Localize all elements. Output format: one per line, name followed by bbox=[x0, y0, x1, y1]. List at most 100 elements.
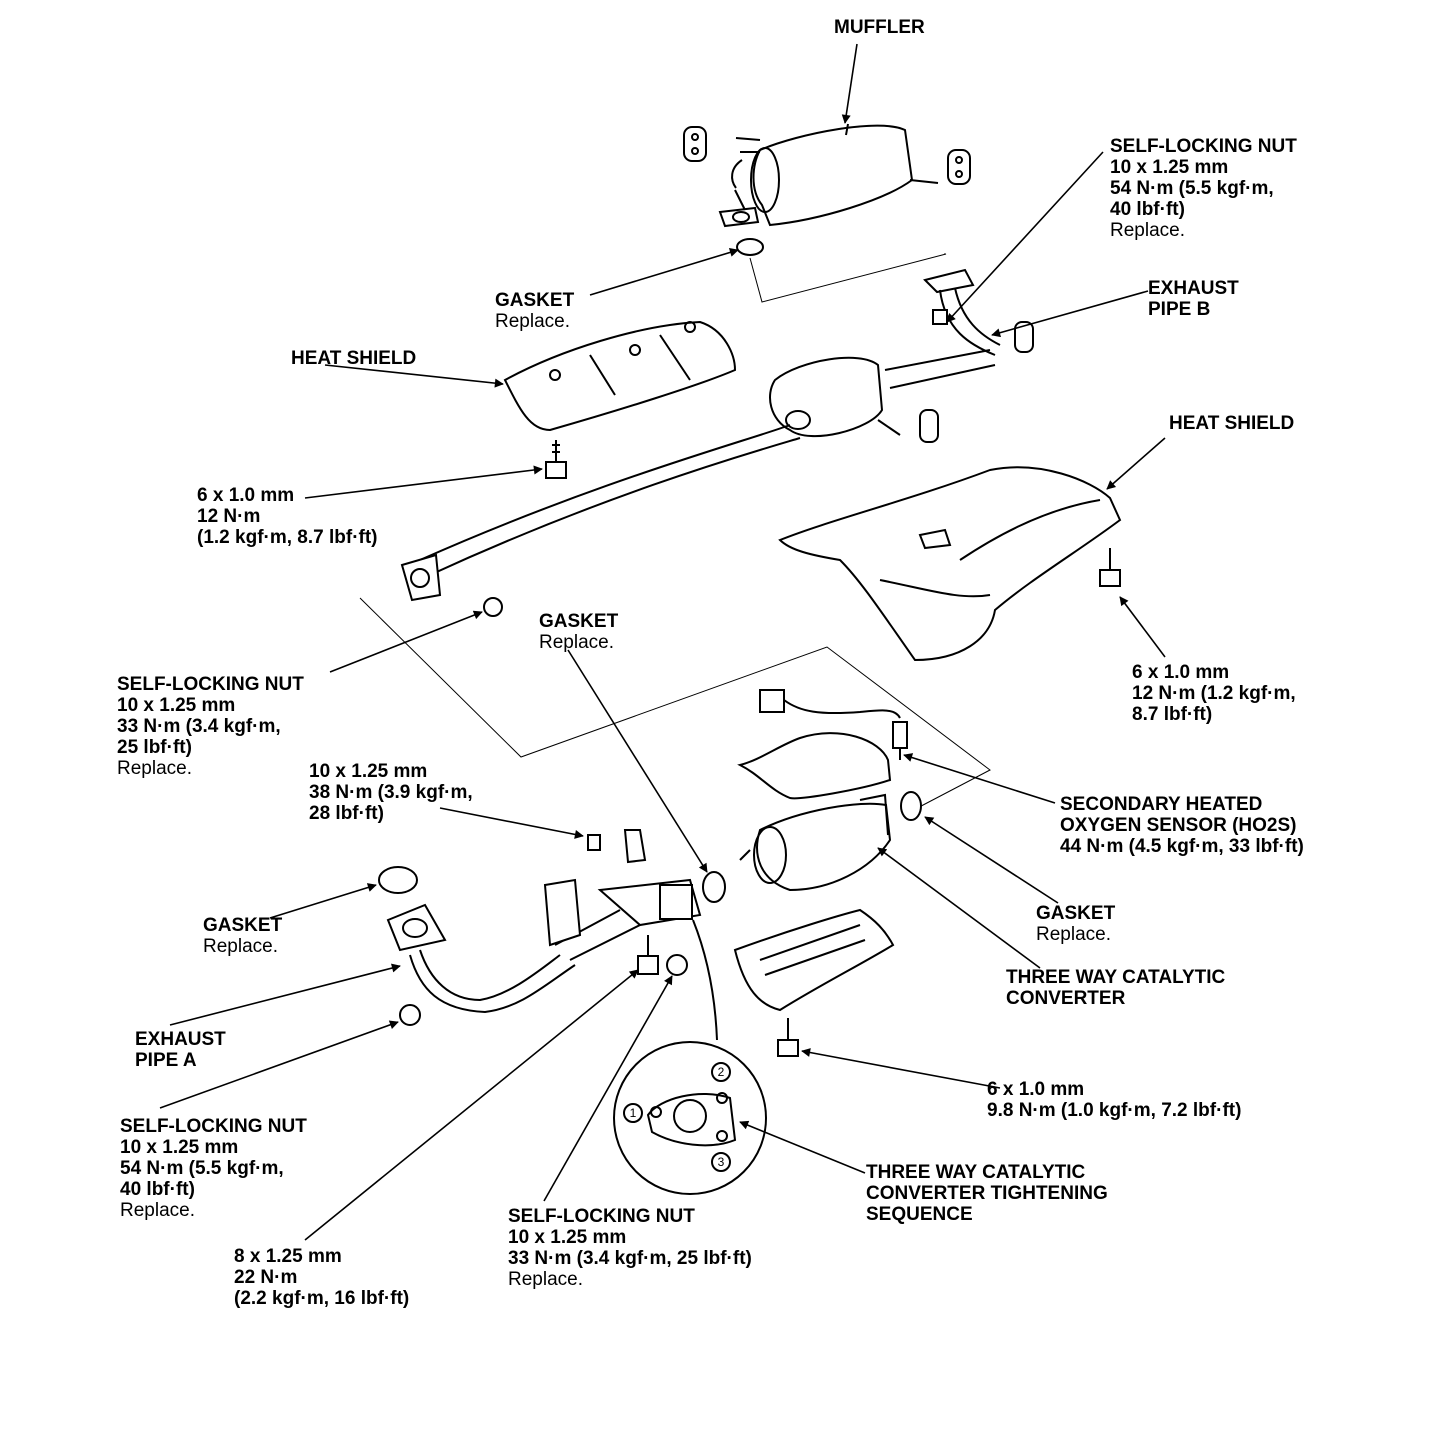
catalytic-lower-shield-part bbox=[733, 908, 895, 1012]
label-gasket-right: GASKET Replace. bbox=[1036, 903, 1115, 945]
sequence-number-1: 1 bbox=[630, 1106, 637, 1120]
bolt-pipe-a-line-2: 22 N·m bbox=[234, 1267, 298, 1288]
exhaust-pipe-b-line-2: PIPE B bbox=[1148, 299, 1211, 320]
nut-mid-left-note: Replace. bbox=[117, 758, 192, 779]
sequence-number-group: 1 2 3 bbox=[630, 1065, 725, 1169]
bolt-pipe-a-part bbox=[637, 935, 659, 975]
label-ho2s: SECONDARY HEATED OXYGEN SENSOR (HO2S) 44… bbox=[1060, 794, 1304, 857]
ho2s-sensor-part bbox=[759, 689, 908, 760]
bolt-pipe-a-line-1: 8 x 1.25 mm bbox=[234, 1246, 342, 1267]
twc-line-1: THREE WAY CATALYTIC bbox=[1006, 967, 1226, 988]
label-heat-shield-top: HEAT SHIELD bbox=[291, 348, 416, 369]
nut-twc-line-1: SELF-LOCKING NUT bbox=[508, 1206, 695, 1227]
label-bolt-bracket: 10 x 1.25 mm 38 N·m (3.9 kgf·m, 28 lbf·f… bbox=[309, 761, 473, 824]
label-muffler: MUFFLER bbox=[834, 17, 925, 38]
nut-twc-part bbox=[666, 954, 688, 976]
nut-pipe-a-line-3: 54 N·m (5.5 kgf·m, bbox=[120, 1158, 284, 1179]
gasket-left-part bbox=[378, 866, 418, 894]
ho2s-line-2: OXYGEN SENSOR (HO2S) bbox=[1060, 815, 1297, 836]
label-bolt-heat-shield-right: 6 x 1.0 mm 12 N·m (1.2 kgf·m, 8.7 lbf·ft… bbox=[1132, 662, 1296, 725]
label-exhaust-pipe-a: EXHAUST PIPE A bbox=[135, 1029, 226, 1071]
nut-pipe-a-line-2: 10 x 1.25 mm bbox=[120, 1137, 239, 1158]
bolt-heat-shield-top-line-2: 12 N·m bbox=[197, 506, 261, 527]
sequence-number-3: 3 bbox=[718, 1155, 725, 1169]
bolt-pipe-a-line-3: (2.2 kgf·m, 16 lbf·ft) bbox=[234, 1288, 410, 1309]
exhaust-pipe-b-line-1: EXHAUST bbox=[1148, 278, 1239, 299]
muffler-title: MUFFLER bbox=[834, 17, 925, 38]
bolt-heat-shield-top-line-1: 6 x 1.0 mm bbox=[197, 485, 295, 506]
nut-mid-left-line-3: 33 N·m (3.4 kgf·m, bbox=[117, 716, 281, 737]
alignment-line-center bbox=[359, 597, 991, 816]
label-nut-pipe-b: SELF-LOCKING NUT 10 x 1.25 mm 54 N·m (5.… bbox=[1110, 136, 1297, 241]
nut-pipe-b-line-4: 40 lbf·ft) bbox=[1110, 199, 1185, 220]
sequence-number-2: 2 bbox=[718, 1065, 725, 1079]
label-gasket-left: GASKET Replace. bbox=[203, 915, 282, 957]
gasket-left-title: GASKET bbox=[203, 915, 283, 936]
bolt-heat-shield-right-line-2: 12 N·m (1.2 kgf·m, bbox=[1132, 683, 1296, 704]
nut-pipe-a-line-4: 40 lbf·ft) bbox=[120, 1179, 195, 1200]
bolt-bracket-line-2: 38 N·m (3.9 kgf·m, bbox=[309, 782, 473, 803]
nut-mid-left-line-4: 25 lbf·ft) bbox=[117, 737, 192, 758]
bolt-heat-shield-right-part bbox=[1099, 548, 1121, 587]
label-gasket-mid: GASKET Replace. bbox=[539, 611, 618, 653]
leader-lines bbox=[159, 43, 1166, 1241]
exhaust-pipe-a-line-1: EXHAUST bbox=[135, 1029, 226, 1050]
bolt-heat-shield-top-line-3: (1.2 kgf·m, 8.7 lbf·ft) bbox=[197, 527, 378, 548]
label-twc-sequence: THREE WAY CATALYTIC CONVERTER TIGHTENING… bbox=[866, 1162, 1108, 1225]
nut-pipe-a-note: Replace. bbox=[120, 1200, 195, 1221]
nut-twc-line-3: 33 N·m (3.4 kgf·m, 25 lbf·ft) bbox=[508, 1248, 752, 1269]
heat-shield-top-title: HEAT SHIELD bbox=[291, 348, 417, 369]
alignment-line-muffler bbox=[749, 253, 947, 303]
heat-shield-top-part bbox=[503, 320, 737, 432]
bolt-twc-shield-part bbox=[777, 1018, 799, 1057]
label-bolt-twc-shield: 6 x 1.0 mm 9.8 N·m (1.0 kgf·m, 7.2 lbf·f… bbox=[987, 1079, 1241, 1121]
bolt-twc-shield-line-2: 9.8 N·m (1.0 kgf·m, 7.2 lbf·ft) bbox=[987, 1100, 1242, 1121]
gasket-left-note: Replace. bbox=[203, 936, 278, 957]
twc-sequence-line-2: CONVERTER TIGHTENING bbox=[866, 1183, 1108, 1204]
gasket-right-note: Replace. bbox=[1036, 924, 1111, 945]
heat-shield-right-part bbox=[778, 466, 1122, 662]
bolt-heat-shield-top-part bbox=[545, 440, 567, 479]
catalytic-converter-part bbox=[737, 732, 922, 892]
twc-line-2: CONVERTER bbox=[1006, 988, 1126, 1009]
ho2s-line-3: 44 N·m (4.5 kgf·m, 33 lbf·ft) bbox=[1060, 836, 1304, 857]
gasket-top-part bbox=[736, 238, 764, 256]
nut-twc-line-2: 10 x 1.25 mm bbox=[508, 1227, 627, 1248]
gasket-mid-title: GASKET bbox=[539, 611, 619, 632]
bolt-bracket-line-1: 10 x 1.25 mm bbox=[309, 761, 428, 782]
nut-pipe-b-line-1: SELF-LOCKING NUT bbox=[1110, 136, 1297, 157]
twc-sequence-line-3: SEQUENCE bbox=[866, 1204, 973, 1225]
gasket-mid-note: Replace. bbox=[539, 632, 614, 653]
exhaust-pipe-b-part bbox=[884, 268, 1034, 443]
bolt-bracket-line-3: 28 lbf·ft) bbox=[309, 803, 384, 824]
nut-pipe-b-line-2: 10 x 1.25 mm bbox=[1110, 157, 1229, 178]
label-heat-shield-right: HEAT SHIELD bbox=[1169, 413, 1294, 434]
exhaust-pipe-a-line-2: PIPE A bbox=[135, 1050, 197, 1071]
gasket-top-title: GASKET bbox=[495, 290, 575, 311]
exhaust-pipe-a-part bbox=[386, 829, 702, 1014]
nut-mid-left-line-1: SELF-LOCKING NUT bbox=[117, 674, 304, 695]
gasket-mid-part bbox=[702, 871, 726, 903]
heat-shield-right-title: HEAT SHIELD bbox=[1169, 413, 1295, 434]
resonator-pipe-part bbox=[400, 356, 901, 602]
bolt-twc-shield-line-1: 6 x 1.0 mm bbox=[987, 1079, 1085, 1100]
nut-mid-left-part bbox=[483, 597, 503, 617]
nut-pipe-b-note: Replace. bbox=[1110, 220, 1185, 241]
twc-sequence-line-1: THREE WAY CATALYTIC bbox=[866, 1162, 1086, 1183]
ho2s-line-1: SECONDARY HEATED bbox=[1060, 794, 1263, 815]
muffler-part bbox=[683, 123, 971, 228]
tightening-sequence-detail bbox=[613, 919, 767, 1195]
bolt-heat-shield-right-line-1: 6 x 1.0 mm bbox=[1132, 662, 1230, 683]
label-exhaust-pipe-b: EXHAUST PIPE B bbox=[1148, 278, 1239, 320]
nut-twc-note: Replace. bbox=[508, 1269, 583, 1290]
nut-pipe-a-line-1: SELF-LOCKING NUT bbox=[120, 1116, 307, 1137]
nut-pipe-b-line-3: 54 N·m (5.5 kgf·m, bbox=[1110, 178, 1274, 199]
gasket-right-title: GASKET bbox=[1036, 903, 1116, 924]
label-bolt-heat-shield-top: 6 x 1.0 mm 12 N·m (1.2 kgf·m, 8.7 lbf·ft… bbox=[197, 485, 378, 548]
gasket-top-note: Replace. bbox=[495, 311, 570, 332]
label-bolt-pipe-a: 8 x 1.25 mm 22 N·m (2.2 kgf·m, 16 lbf·ft… bbox=[234, 1246, 409, 1309]
label-twc: THREE WAY CATALYTIC CONVERTER bbox=[1006, 967, 1225, 1009]
label-nut-pipe-a: SELF-LOCKING NUT 10 x 1.25 mm 54 N·m (5.… bbox=[120, 1116, 307, 1221]
bolt-heat-shield-right-line-3: 8.7 lbf·ft) bbox=[1132, 704, 1213, 725]
